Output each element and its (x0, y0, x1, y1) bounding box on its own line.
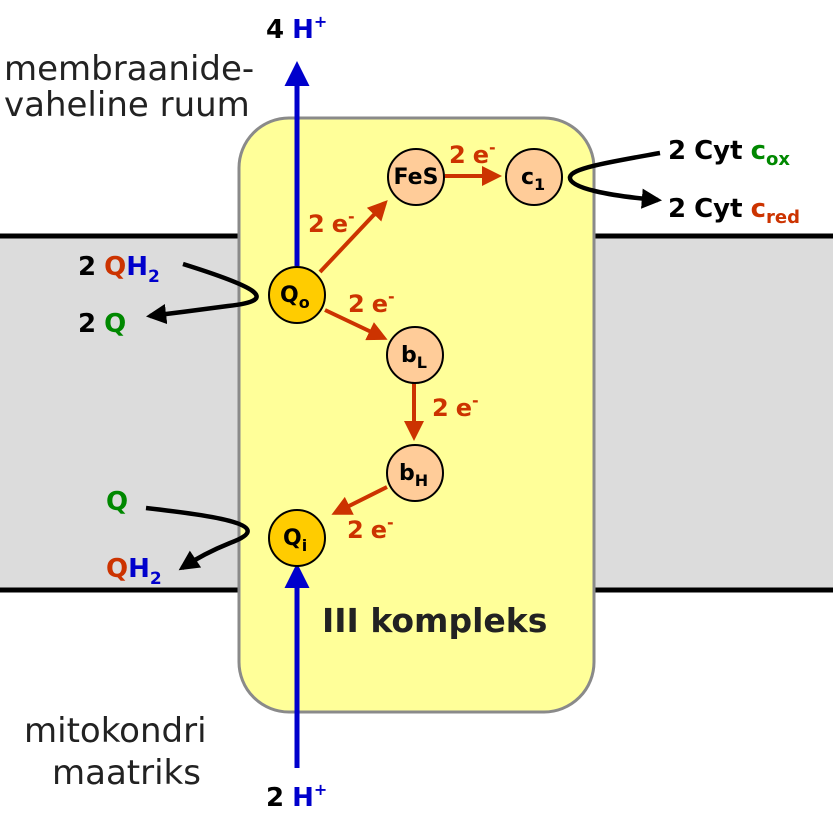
node-bh: bH (386, 444, 444, 502)
qh2-bottom-label: QH2 (106, 554, 162, 589)
node-qo: Qo (268, 266, 326, 324)
electron-arrow-qo-fes (318, 200, 388, 274)
electron-arrow-qo-bl (324, 308, 388, 341)
svg-text:Qo: Qo (280, 283, 310, 312)
svg-text:bL: bL (401, 343, 427, 372)
svg-text:bH: bH (399, 461, 428, 490)
node-c1: c1 (505, 148, 563, 206)
node-bl: bL (386, 326, 444, 384)
intermembrane-label-1: membraanide- (4, 49, 254, 89)
intermembrane-label-2: vaheline ruum (4, 85, 250, 125)
q-bottom-label: Q (106, 487, 128, 517)
svg-text:Qi: Qi (283, 526, 307, 555)
cyt-c-curve (567, 150, 663, 209)
qh2-to-q-curve-top (145, 261, 259, 325)
node-qi: Qi (268, 509, 326, 567)
node-fes: FeS (387, 148, 445, 206)
complex-label: III kompleks (322, 601, 547, 640)
matrix-label-2: maatriks (52, 753, 201, 793)
q-to-qh2-curve-bottom (145, 505, 250, 571)
matrix-label-1: mitokondri (24, 711, 207, 751)
svg-text:c1: c1 (521, 165, 545, 194)
electron-arrow-bh-qi (331, 485, 388, 515)
svg-text:FeS: FeS (394, 165, 439, 190)
